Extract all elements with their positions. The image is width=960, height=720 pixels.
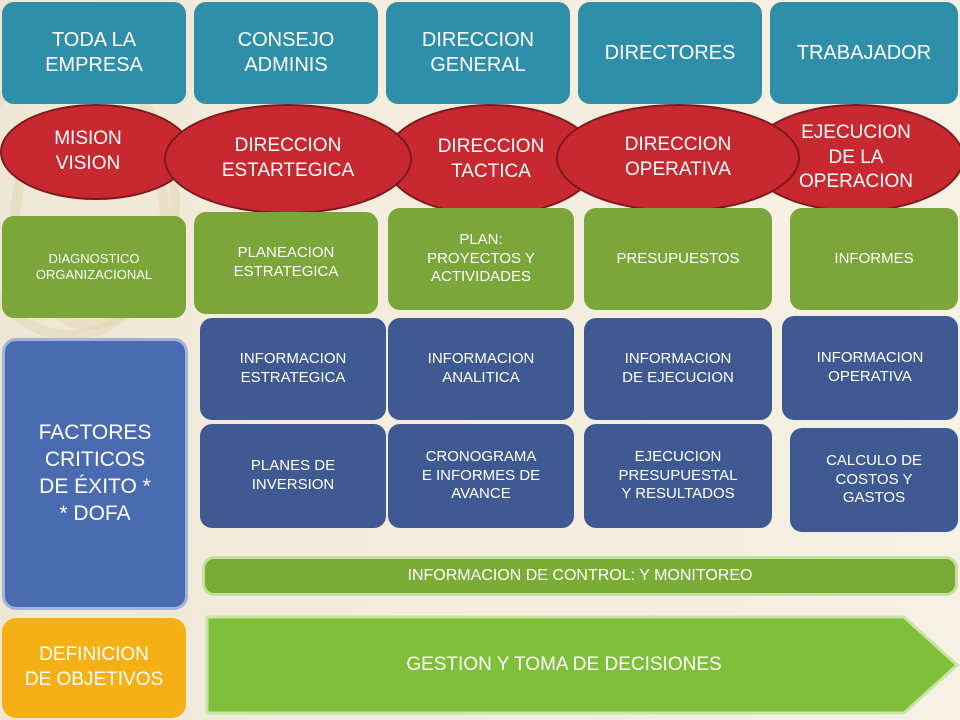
level-direccion-general: DIRECCION GENERAL (386, 2, 570, 104)
decision-arrow-label: GESTION Y TOMA DE DECISIONES (406, 654, 722, 676)
ellipse-mision-vision: MISION VISION (0, 104, 192, 200)
level-consejo-adminis: CONSEJO ADMINIS (194, 2, 378, 104)
level-directores: DIRECTORES (578, 2, 762, 104)
bar-informacion-control: INFORMACION DE CONTROL: Y MONITOREO (202, 556, 958, 596)
decision-arrow (205, 615, 960, 715)
box-planes-inversion: PLANES DE INVERSION (200, 424, 386, 528)
box-presupuestos: PRESUPUESTOS (584, 208, 772, 310)
box-calculo-costos: CALCULO DE COSTOS Y GASTOS (790, 428, 958, 532)
box-diagnostico-organizacional: DIAGNOSTICO ORGANIZACIONAL (2, 216, 186, 318)
level-trabajador: TRABAJADOR (770, 2, 958, 104)
box-informacion-estrategica: INFORMACION ESTRATEGICA (200, 318, 386, 420)
decision-arrow-shape (205, 615, 960, 715)
box-plan-proyectos: PLAN: PROYECTOS Y ACTIVIDADES (388, 208, 574, 310)
box-planeacion-estrategica: PLANEACION ESTRATEGICA (194, 212, 378, 314)
level-toda-la-empresa: TODA LA EMPRESA (2, 2, 186, 104)
box-definicion-objetivos: DEFINICION DE OBJETIVOS (2, 618, 186, 718)
box-ejecucion-presupuestal: EJECUCION PRESUPUESTAL Y RESULTADOS (584, 424, 772, 528)
box-informacion-ejecucion: INFORMACION DE EJECUCION (584, 318, 772, 420)
box-informes: INFORMES (790, 208, 958, 310)
ellipse-direccion-operativa: DIRECCION OPERATIVA (556, 104, 800, 212)
box-factores-criticos: FACTORES CRITICOS DE ÉXITO * * DOFA (2, 338, 188, 610)
box-informacion-operativa: INFORMACION OPERATIVA (782, 316, 958, 420)
box-cronograma: CRONOGRAMA E INFORMES DE AVANCE (388, 424, 574, 528)
ellipse-direccion-estrategica: DIRECCION ESTARTEGICA (164, 104, 412, 214)
ellipse-direccion-tactica: DIRECCION TACTICA (384, 104, 598, 216)
box-informacion-analitica: INFORMACION ANALITICA (388, 318, 574, 420)
